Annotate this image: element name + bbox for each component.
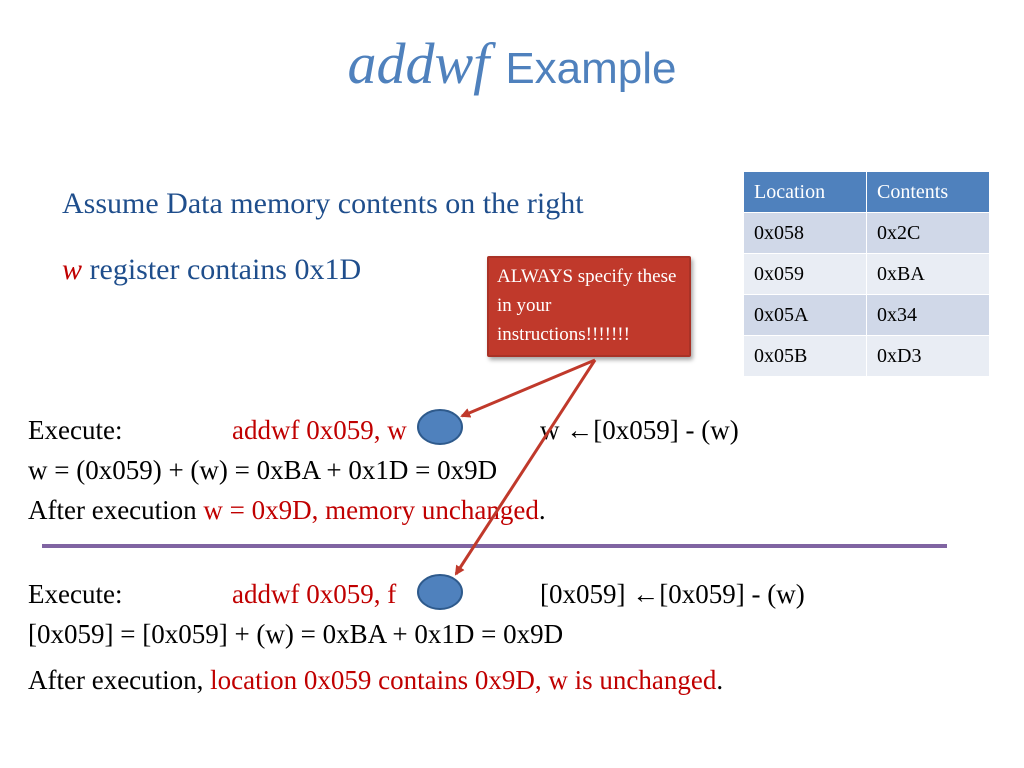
col-header-location: Location [743,171,867,213]
section-divider [42,544,947,548]
cell-contents: 0xBA [866,253,990,295]
title-keyword: addwf [347,31,490,96]
memory-table-header: Location Contents [743,171,990,213]
ex1-result-prefix: After execution [28,495,204,525]
table-row: 0x059 0xBA [743,253,990,295]
cell-location: 0x05B [743,335,867,377]
table-row: 0x05B 0xD3 [743,335,990,377]
col-header-contents: Contents [866,171,990,213]
cell-contents: 0x34 [866,294,990,336]
ex2-instruction: addwf 0x059, f [232,578,396,610]
ex2-operation: [0x059] ←[0x059] - (w) [540,579,805,609]
arrow-to-dest-f [454,359,597,576]
memory-table: Location Contents 0x058 0x2C 0x059 0xBA … [743,171,990,377]
ex2-execute-label: Execute: [28,579,123,609]
cell-location: 0x059 [743,253,867,295]
ex2-result-suffix: . [716,665,724,695]
intro-line-1: Assume Data memory contents on the right [62,187,584,220]
ex1-instr-prefix: addwf 0x059, [232,415,388,445]
callout-note: ALWAYS specify these in your instruction… [487,256,691,357]
ex1-result-suffix: . [538,495,546,525]
cell-location: 0x058 [743,212,867,254]
page-title: addwf Example [0,30,1024,97]
dest-w-highlight [417,409,463,445]
ex2-result-highlight: location 0x059 contains 0x9D, w is uncha… [210,665,717,695]
ex1-result-highlight: w = 0x9D, memory unchanged [203,495,539,525]
table-row: 0x05A 0x34 [743,294,990,336]
title-rest: Example [505,44,677,93]
ex1-calculation: w = (0x059) + (w) = 0xBA + 0x1D = 0x9D [28,455,498,485]
ex2-result: After execution, location 0x059 contains… [28,664,723,696]
ex2-calculation: [0x059] = [0x059] + (w) = 0xBA + 0x1D = … [28,619,564,649]
w-register-name: w [62,253,83,286]
w-register-text: register contains 0x1D [82,253,362,286]
ex1-operation: w ←[0x059] - (w) [540,415,739,445]
ex1-instr-dest: w [387,415,407,445]
dest-f-highlight [417,574,463,610]
intro-line-2: w register contains 0x1D [62,254,361,286]
ex2-instr-dest: f [387,579,397,609]
cell-contents: 0xD3 [866,335,990,377]
ex2-result-prefix: After execution, [28,665,211,695]
ex2-instr-prefix: addwf 0x059, [232,579,388,609]
ex1-execute-label: Execute: [28,415,123,445]
cell-location: 0x05A [743,294,867,336]
ex1-instruction: addwf 0x059, w [232,414,407,446]
arrow-to-dest-w [460,358,596,418]
ex1-result: After execution w = 0x9D, memory unchang… [28,494,546,526]
